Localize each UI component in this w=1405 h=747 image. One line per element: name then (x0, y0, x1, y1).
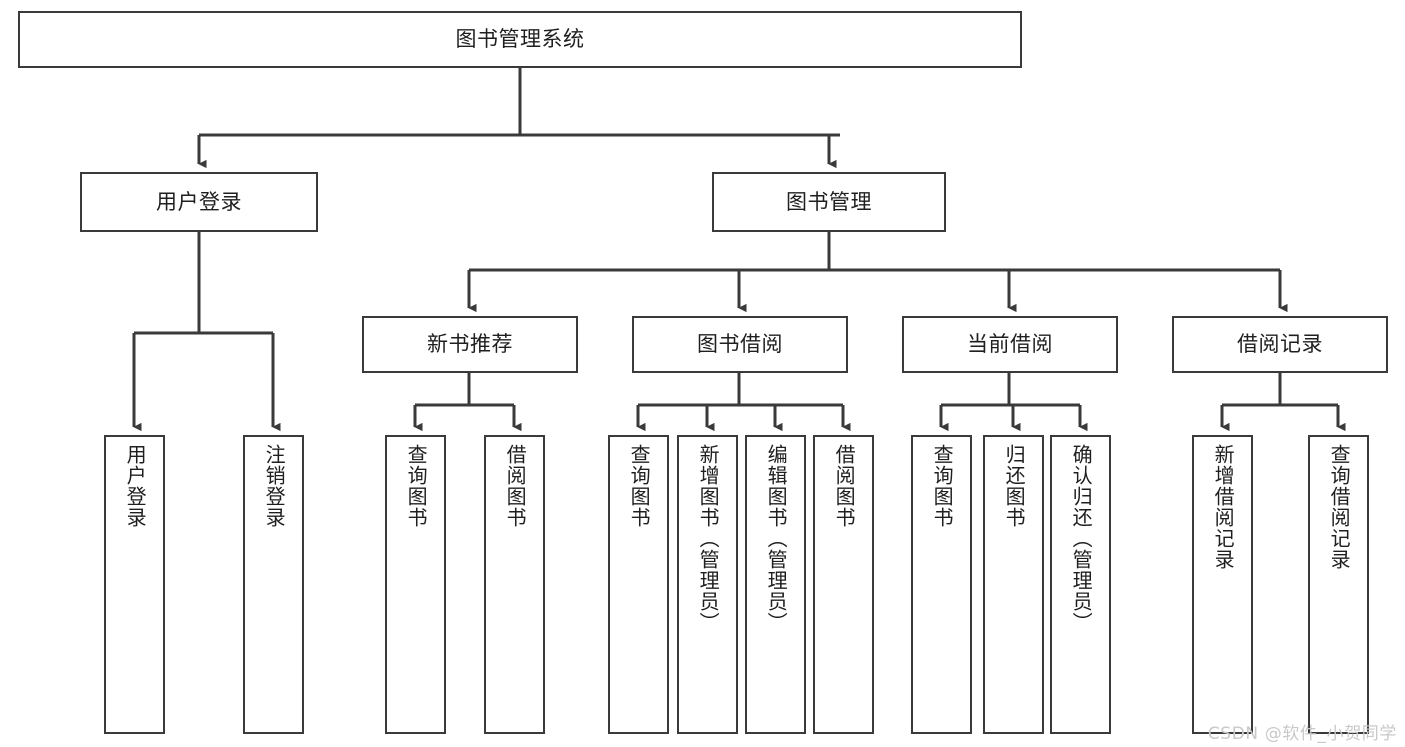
node-leaf-user-login[interactable]: 用户登录 (104, 435, 165, 734)
node-book-manage-label: 图书管理 (786, 189, 872, 214)
node-user-login[interactable]: 用户登录 (80, 172, 318, 232)
node-leaf-cur-query-book-label: 查询图书 (930, 444, 955, 528)
node-leaf-rec-borrow-book[interactable]: 借阅图书 (484, 435, 545, 734)
node-root[interactable]: 图书管理系统 (18, 11, 1022, 68)
node-leaf-rec-query-record[interactable]: 查询借阅记录 (1308, 435, 1369, 734)
node-leaf-borrow-query-book-label: 查询图书 (627, 444, 652, 528)
node-root-label: 图书管理系统 (455, 27, 585, 52)
node-leaf-cur-return-book-label: 归还图书 (1002, 444, 1027, 528)
node-leaf-rec-query-record-label: 查询借阅记录 (1327, 444, 1352, 570)
node-leaf-borrow-query-book[interactable]: 查询图书 (608, 435, 669, 734)
node-leaf-rec-add-record-label: 新增借阅记录 (1211, 444, 1236, 570)
node-leaf-user-logout-label: 注销登录 (262, 444, 287, 528)
node-current-borrow[interactable]: 当前借阅 (902, 316, 1118, 373)
node-book-manage[interactable]: 图书管理 (712, 172, 946, 232)
node-leaf-rec-add-record[interactable]: 新增借阅记录 (1192, 435, 1253, 734)
node-leaf-user-login-label: 用户登录 (123, 444, 148, 528)
node-leaf-borrow-edit-book-label: 编辑图书（管理员） (764, 444, 789, 633)
node-leaf-rec-query-book-label: 查询图书 (404, 444, 429, 528)
node-leaf-borrow-lend-book-label: 借阅图书 (832, 444, 857, 528)
node-borrow-record[interactable]: 借阅记录 (1172, 316, 1388, 373)
node-borrow-record-label: 借阅记录 (1237, 332, 1323, 357)
node-leaf-rec-query-book[interactable]: 查询图书 (385, 435, 446, 734)
node-leaf-user-logout[interactable]: 注销登录 (243, 435, 304, 734)
node-book-borrow[interactable]: 图书借阅 (632, 316, 848, 373)
node-leaf-cur-confirm-return-label: 确认归还（管理员） (1069, 444, 1094, 633)
node-leaf-cur-query-book[interactable]: 查询图书 (911, 435, 972, 734)
node-leaf-cur-confirm-return[interactable]: 确认归还（管理员） (1050, 435, 1111, 734)
node-current-borrow-label: 当前借阅 (967, 332, 1053, 357)
node-new-book-rec[interactable]: 新书推荐 (362, 316, 578, 373)
node-leaf-cur-return-book[interactable]: 归还图书 (983, 435, 1044, 734)
node-leaf-borrow-add-book[interactable]: 新增图书（管理员） (677, 435, 738, 734)
node-new-book-rec-label: 新书推荐 (427, 332, 513, 357)
csdn-watermark: CSDN @软件_小贺同学 (1207, 724, 1397, 744)
node-leaf-rec-borrow-book-label: 借阅图书 (503, 444, 528, 528)
node-book-borrow-label: 图书借阅 (697, 332, 783, 357)
node-leaf-borrow-edit-book[interactable]: 编辑图书（管理员） (745, 435, 806, 734)
node-user-login-label: 用户登录 (156, 189, 242, 214)
node-leaf-borrow-lend-book[interactable]: 借阅图书 (813, 435, 874, 734)
node-leaf-borrow-add-book-label: 新增图书（管理员） (696, 444, 721, 633)
